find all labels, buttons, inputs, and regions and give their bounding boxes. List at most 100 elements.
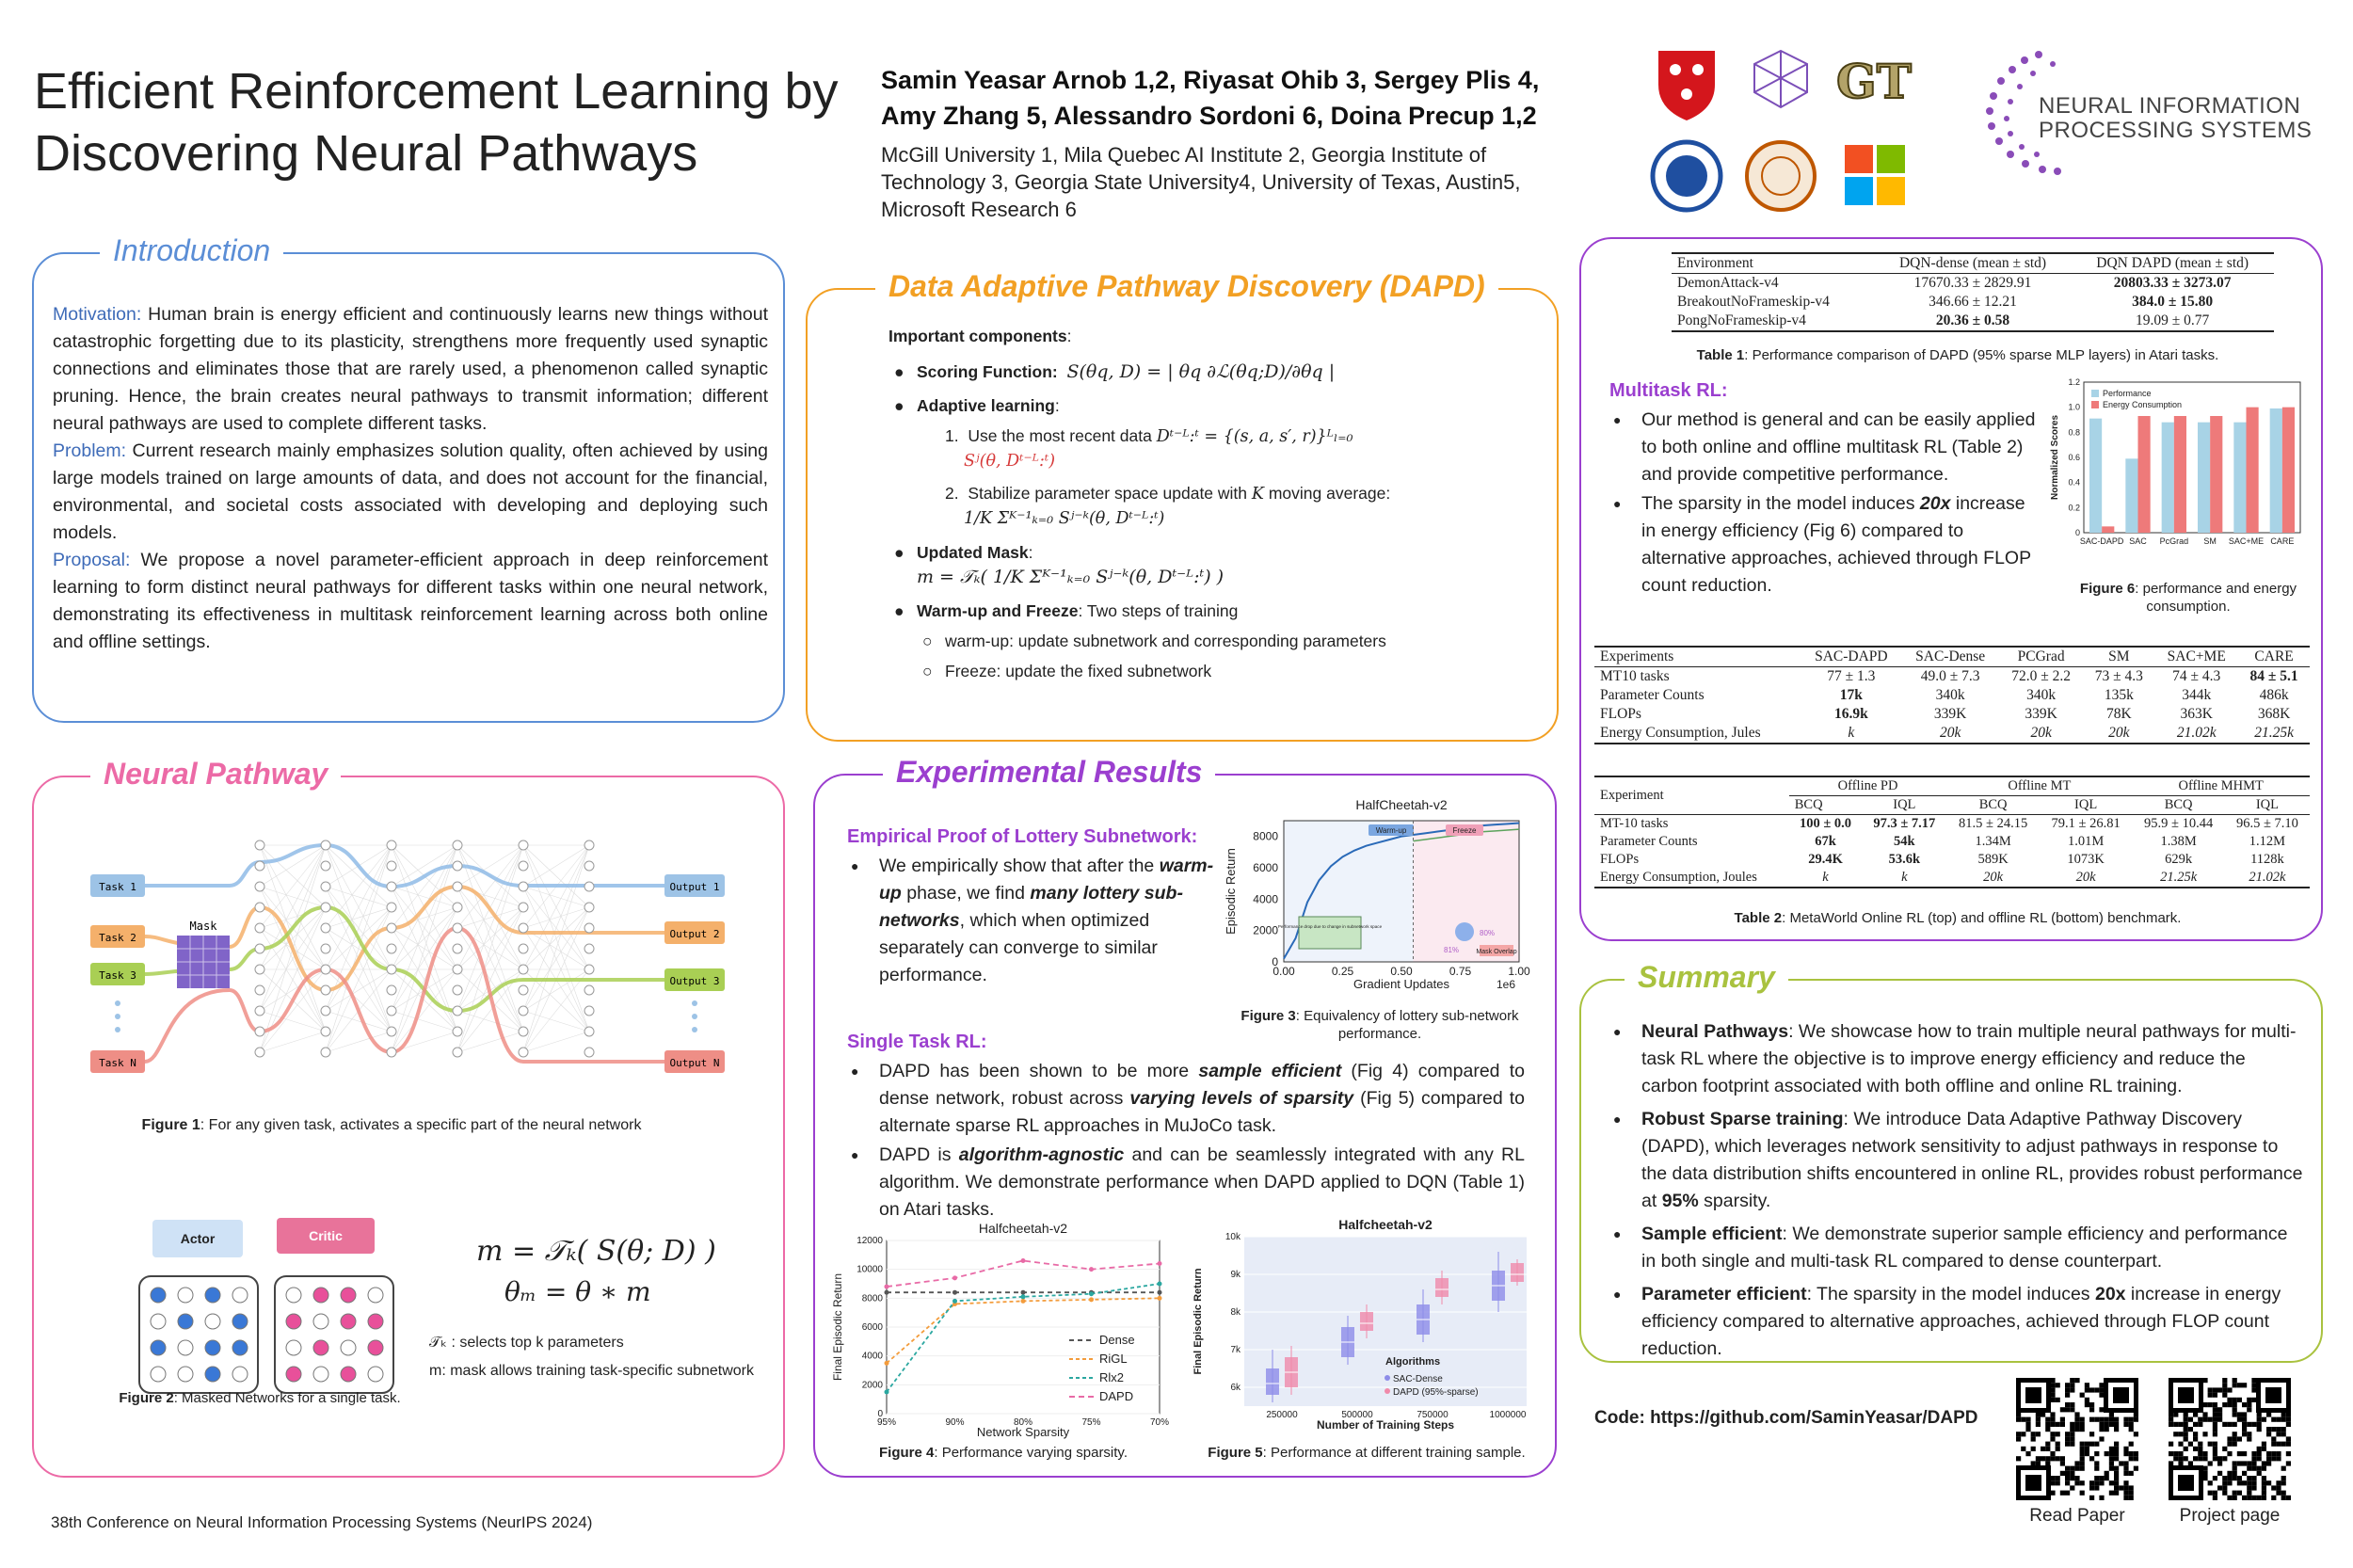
qr-module xyxy=(2227,1495,2233,1500)
qr-module xyxy=(2247,1465,2252,1471)
pct-81: 81% xyxy=(1444,946,1459,954)
summary-item: Sample efficient: We demonstrate superio… xyxy=(1609,1221,2306,1275)
network-node xyxy=(254,1026,265,1037)
y-tick: 6000 xyxy=(1253,861,1278,874)
table-cell: 17670.33 ± 2829.91 xyxy=(1913,275,2032,291)
step-1-score: Sʲ(θ, Dᵗ⁻ᴸ:ᵗ) xyxy=(964,452,1056,471)
network-node xyxy=(518,1026,529,1037)
qr-module xyxy=(2178,1451,2184,1457)
qr-module xyxy=(2050,1432,2056,1437)
qr-module xyxy=(2232,1421,2237,1427)
introduction-text: Motivation: Human brain is energy effici… xyxy=(53,301,768,656)
qr-module xyxy=(2202,1416,2208,1422)
qr-module xyxy=(2070,1383,2075,1388)
y-tick: 0 xyxy=(2075,528,2080,537)
qr-module xyxy=(2232,1432,2237,1437)
table-cell: 1.01M xyxy=(2067,834,2105,849)
y-tick: 4000 xyxy=(1253,892,1278,905)
table-cell: 20k xyxy=(2108,725,2130,741)
qr-module xyxy=(2065,1476,2071,1481)
read-paper-link[interactable]: Read Paper xyxy=(2029,1506,2125,1526)
qr-module xyxy=(2070,1436,2075,1442)
y-tick: 0.4 xyxy=(2068,478,2080,488)
qr-module xyxy=(2183,1421,2188,1427)
actor-node xyxy=(232,1313,248,1330)
y-label: Episodic Return xyxy=(1224,848,1238,935)
data-point xyxy=(1089,1267,1094,1272)
qr-module xyxy=(2232,1495,2237,1500)
qr-module xyxy=(2108,1490,2114,1496)
qr-module xyxy=(2281,1490,2286,1496)
qr-module xyxy=(2285,1451,2291,1457)
header-cell: DQN-dense (mean ± std) xyxy=(1874,253,2072,274)
qr-module xyxy=(2065,1387,2071,1393)
qr-module xyxy=(2247,1432,2252,1437)
qr-module xyxy=(2079,1490,2085,1496)
bar xyxy=(2102,526,2115,533)
table-cell: Energy Consumption, Jules xyxy=(1600,725,1761,741)
qr-module xyxy=(2222,1378,2228,1384)
table-cell: 20k xyxy=(1983,870,2004,885)
network-node xyxy=(452,1005,463,1016)
qr-module xyxy=(2133,1416,2138,1422)
qr-module xyxy=(2227,1451,2233,1457)
y-tick: 7k xyxy=(1230,1345,1241,1355)
qr-module xyxy=(2247,1490,2252,1496)
conference-footer: 38th Conference on Neural Information Pr… xyxy=(51,1513,593,1531)
network-node xyxy=(254,984,265,996)
x-tick: 1000000 xyxy=(1490,1410,1527,1420)
table-cell: 77 ± 1.3 xyxy=(1827,668,1876,684)
qr-module xyxy=(2183,1416,2188,1422)
subheader-cell: BCQ xyxy=(1788,795,1863,815)
step-1-equation: Dᵗ⁻ᴸ:ᵗ = {(s, a, s′, r)}ᴸₗ₌₀ xyxy=(1156,427,1353,446)
critic-node xyxy=(340,1287,357,1304)
table-cell: 629k xyxy=(2165,852,2193,867)
network-node xyxy=(518,860,529,872)
qr-module xyxy=(2251,1383,2257,1388)
qr-module xyxy=(2281,1441,2286,1447)
actor-node xyxy=(204,1339,221,1356)
qr-module xyxy=(2104,1421,2109,1427)
qr-module xyxy=(2212,1451,2217,1457)
qr-module xyxy=(2050,1490,2056,1496)
qr-module xyxy=(2285,1416,2291,1422)
qr-module xyxy=(2222,1456,2228,1462)
qr-module xyxy=(2055,1383,2060,1388)
network-node xyxy=(320,943,331,954)
x-label: Gradient Updates xyxy=(1353,977,1449,991)
qr-module xyxy=(2232,1407,2237,1413)
table-2-caption: Table 2: MetaWorld Online RL (top) and o… xyxy=(1638,909,2278,927)
qr-module xyxy=(2089,1416,2095,1422)
qr-module xyxy=(2050,1387,2056,1393)
qr-module xyxy=(2183,1412,2188,1417)
qr-module xyxy=(2169,1461,2174,1466)
project-page-link[interactable]: Project page xyxy=(2179,1506,2281,1526)
qr-module xyxy=(2065,1402,2071,1408)
qr-module xyxy=(2212,1441,2217,1447)
qr-module xyxy=(2271,1427,2277,1432)
table-cell: 589K xyxy=(1977,852,2009,867)
network-node xyxy=(584,984,595,996)
summary-item: Parameter efficient: The sparsity in the… xyxy=(1609,1281,2306,1363)
table-cell: 67k xyxy=(1815,834,1836,849)
warmup-tag xyxy=(1369,824,1414,836)
qr-module xyxy=(2074,1416,2080,1422)
task-3-label: Task 3 xyxy=(99,969,136,982)
qr-module xyxy=(2108,1465,2114,1471)
critic-node xyxy=(312,1339,329,1356)
qr-module xyxy=(2285,1495,2291,1500)
data-point xyxy=(884,1360,889,1366)
qr-module xyxy=(2256,1451,2262,1457)
box xyxy=(1360,1312,1373,1331)
mt-b2b: 20x xyxy=(1919,493,1951,514)
series-line xyxy=(886,1259,1160,1288)
network-node xyxy=(386,922,397,934)
figure-5-text: : Performance at different training samp… xyxy=(1262,1445,1526,1461)
table-1-label: Table 1 xyxy=(1696,347,1745,363)
summary-item: Robust Sparse training: We introduce Dat… xyxy=(1609,1106,2306,1215)
code-link[interactable]: Code: https://github.com/SaminYeasar/DAP… xyxy=(1594,1408,1978,1428)
y-tick: 8000 xyxy=(1253,830,1278,843)
qr-module xyxy=(2202,1432,2208,1437)
overlap-tag xyxy=(1480,945,1513,956)
